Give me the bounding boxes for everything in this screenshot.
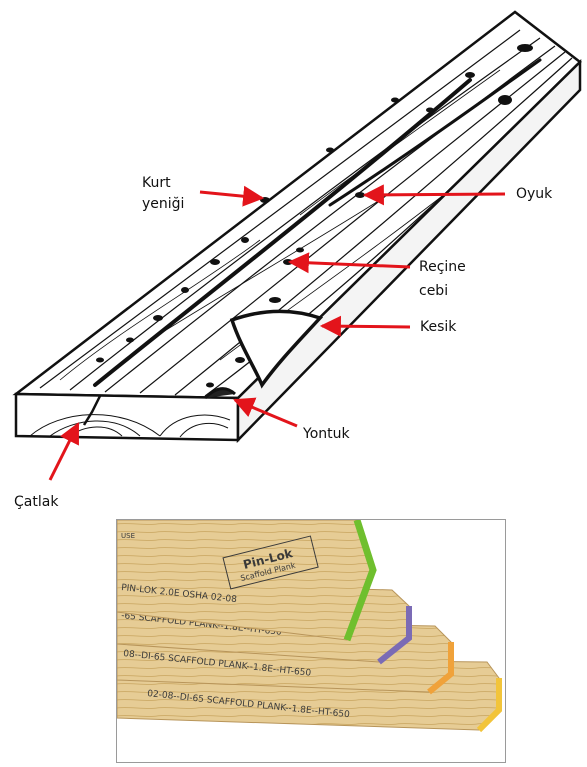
arrow-catlak xyxy=(48,422,80,481)
board-end-face xyxy=(14,392,240,442)
label-arrows xyxy=(48,184,506,481)
label-kesik: Kesik xyxy=(420,319,457,335)
label-recine-line1: Reçine xyxy=(419,259,466,275)
planks-illustration: 02-08--DI-65 SCAFFOLD PLANK--1.8E--HT-65… xyxy=(117,520,502,733)
brand-stamp-box xyxy=(222,535,319,590)
label-kurt-line2: yeniği xyxy=(142,196,185,212)
label-kurt-line1: Kurt xyxy=(142,175,171,191)
label-recine-line2: cebi xyxy=(419,283,449,299)
arrow-oyuk xyxy=(362,184,506,206)
end-grain-rings xyxy=(29,414,231,438)
label-yontuk: Yontuk xyxy=(303,426,350,442)
arrow-recine xyxy=(287,252,411,274)
defect-marks xyxy=(96,44,533,388)
end-crack-mark xyxy=(82,395,102,426)
wane-mark xyxy=(203,387,237,400)
dark-streaks xyxy=(93,58,542,387)
stamp-use: USE xyxy=(121,532,135,540)
scaffold-planks-photo: 02-08--DI-65 SCAFFOLD PLANK--1.8E--HT-65… xyxy=(116,519,506,763)
arrow-yontuk xyxy=(233,397,298,428)
label-catlak: Çatlak xyxy=(14,494,59,510)
plank-1: USE Pin-Lok Scaffold Plank PIN-LOK 2.0E … xyxy=(117,520,377,642)
check-split-mark xyxy=(229,309,324,389)
arrow-kesik xyxy=(319,315,411,337)
board-drawing xyxy=(12,10,582,444)
grain-lines xyxy=(39,29,578,397)
arrow-kurt xyxy=(199,185,265,207)
label-oyuk: Oyuk xyxy=(516,186,553,202)
